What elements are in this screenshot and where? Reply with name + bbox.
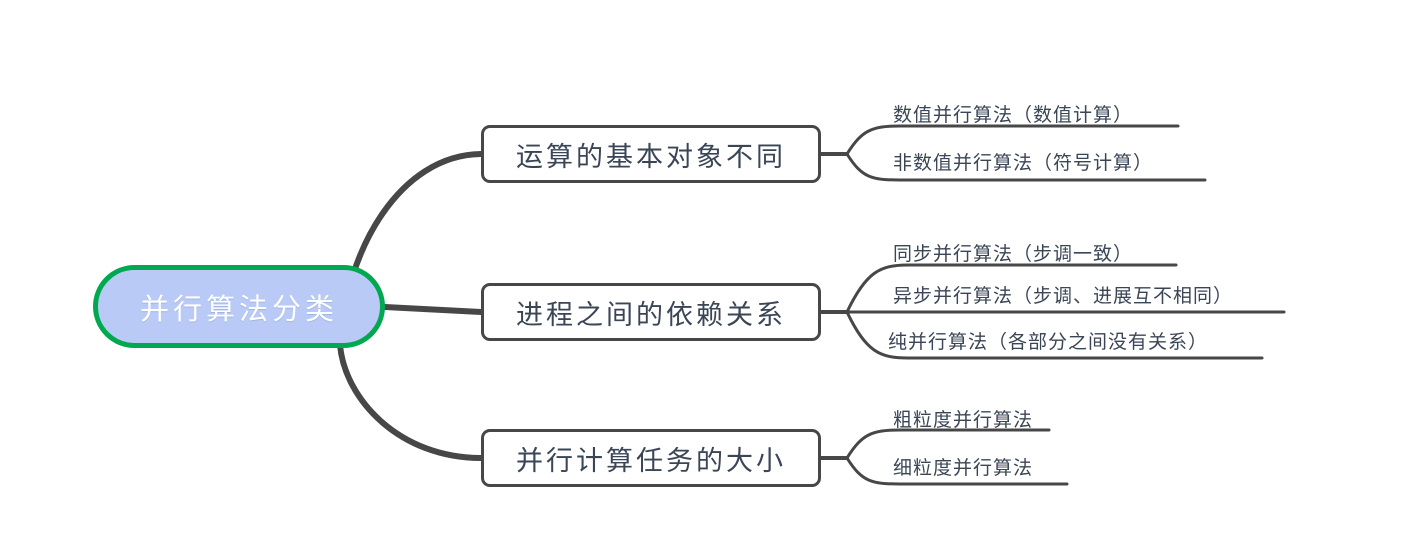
root-node-label: 并行算法分类	[139, 291, 338, 326]
leaf-label-2-2[interactable]: 异步并行算法（步调、进展互不相同）	[893, 285, 1234, 307]
connector-root-to-branch-2	[382, 304, 484, 315]
leaf-label-2-1[interactable]: 同步并行算法（步调一致）	[893, 243, 1134, 265]
leaf-label-2-3[interactable]: 纯并行算法（各部分之间没有关系）	[888, 331, 1209, 353]
branch-node-3-label: 并行计算任务的大小	[516, 445, 786, 477]
branch-node-2[interactable]: 进程之间的依赖关系	[481, 283, 821, 341]
branch-node-2-label: 进程之间的依赖关系	[516, 299, 786, 331]
leaf-label-1-2[interactable]: 非数值并行算法（符号计算）	[893, 152, 1154, 174]
branch-node-1[interactable]: 运算的基本对象不同	[481, 125, 821, 183]
connector-root-to-branch-3	[337, 342, 484, 461]
leaf-label-3-1[interactable]: 粗粒度并行算法	[893, 409, 1034, 431]
leaf-label-1-1[interactable]: 数值并行算法（数值计算）	[893, 104, 1134, 126]
branch-node-1-label: 运算的基本对象不同	[516, 141, 786, 173]
branch-node-3[interactable]: 并行计算任务的大小	[481, 429, 821, 487]
leaf-label-3-2[interactable]: 细粒度并行算法	[893, 457, 1034, 479]
root-node[interactable]: 并行算法分类	[93, 265, 385, 348]
